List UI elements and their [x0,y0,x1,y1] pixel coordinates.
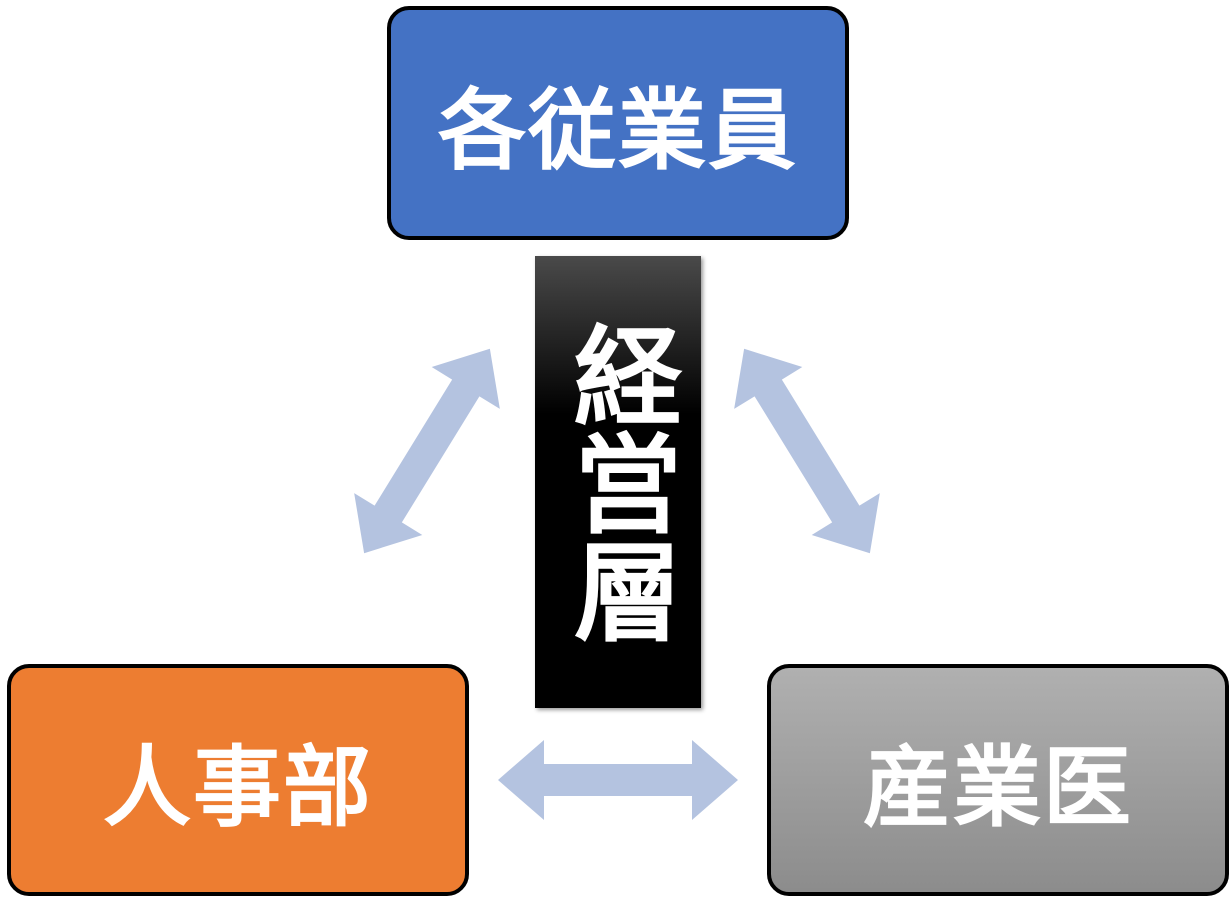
arrow-employees-doctor-icon [734,348,880,554]
doctor-label: 産業医 [862,735,1133,839]
management-box: 経営層 [535,256,701,708]
doctor-box: 産業医 [767,664,1229,896]
arrow-hr-doctor-icon [498,740,738,820]
hr-box: 人事部 [7,664,469,896]
arrow-hr-employees-icon [354,348,500,554]
hr-label: 人事部 [102,735,373,839]
employees-box: 各従業員 [387,6,849,240]
management-label: 経営層 [556,320,681,644]
employees-label: 各従業員 [437,78,798,182]
